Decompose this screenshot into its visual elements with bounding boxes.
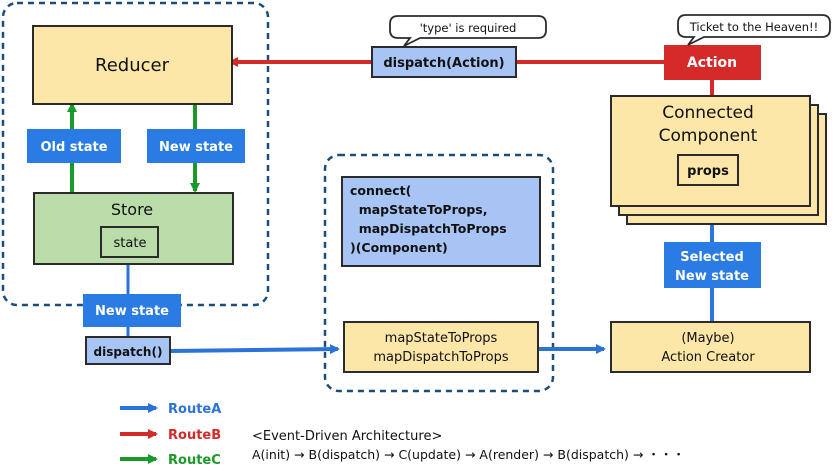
props-label: props bbox=[687, 164, 729, 179]
map-dispatch-label: mapDispatchToProps bbox=[373, 350, 509, 365]
dispatch-action-label: dispatch(Action) bbox=[383, 56, 504, 71]
connect-code-line-1: connect( bbox=[350, 183, 411, 198]
dispatch-small-label: dispatch() bbox=[94, 345, 163, 359]
connect-group bbox=[323, 153, 555, 393]
legend-route-a-label: RouteA bbox=[168, 402, 221, 417]
reducer-label: Reducer bbox=[95, 55, 170, 76]
selected-new-state-box: Selected New state bbox=[664, 242, 761, 288]
old-state-label-box: Old state bbox=[27, 129, 121, 163]
connected-component-title-2: Component bbox=[659, 126, 758, 146]
new-state-label-box: New state bbox=[147, 129, 245, 163]
connect-code-box: connect( mapStateToProps, mapDispatchToP… bbox=[341, 176, 541, 267]
legend-route-c-label: RouteC bbox=[168, 453, 221, 468]
props-box bbox=[677, 154, 739, 186]
map-functions-box: mapStateToProps mapDispatchToProps bbox=[343, 321, 539, 373]
store-label: Store bbox=[111, 200, 153, 219]
route-a-arrow-to-map bbox=[169, 344, 340, 355]
state-box bbox=[100, 226, 159, 258]
dispatch-action-box: dispatch(Action) bbox=[371, 46, 517, 78]
store-box: Store state bbox=[33, 192, 234, 265]
action-creator-label-2: Action Creator bbox=[661, 350, 755, 365]
dispatch-small-box: dispatch() bbox=[85, 336, 171, 365]
connect-code-line-3: mapDispatchToProps bbox=[350, 221, 507, 236]
ticket-text: Ticket to the Heaven!! bbox=[689, 20, 819, 34]
map-state-label: mapStateToProps bbox=[385, 331, 498, 346]
state-label: state bbox=[114, 236, 147, 251]
ticket-callout: Ticket to the Heaven!! bbox=[677, 14, 831, 46]
footer-title: <Event-Driven Architecture> bbox=[252, 429, 442, 444]
action-box: Action bbox=[664, 45, 761, 80]
action-creator-label-1: (Maybe) bbox=[681, 331, 734, 346]
action-label: Action bbox=[687, 55, 737, 71]
legend: RouteA RouteB RouteC bbox=[120, 402, 221, 468]
type-required-callout: 'type' is required bbox=[389, 15, 547, 47]
store-new-state-label: New state bbox=[95, 304, 169, 319]
selected-label-2: New state bbox=[675, 269, 749, 284]
connect-code-line-4: )(Component) bbox=[350, 240, 448, 255]
action-creator-box: (Maybe) Action Creator bbox=[610, 321, 811, 373]
legend-route-b-label: RouteB bbox=[168, 428, 221, 443]
old-state-label: Old state bbox=[40, 140, 107, 155]
store-new-state-label-box: New state bbox=[83, 294, 181, 327]
type-required-text: 'type' is required bbox=[420, 21, 517, 35]
footer-sequence: A(init) → B(dispatch) → C(update) → A(re… bbox=[252, 447, 685, 462]
connected-component-stack: Connected Component props bbox=[610, 95, 827, 225]
reducer-box: Reducer bbox=[32, 25, 233, 105]
connected-component-title-1: Connected bbox=[662, 103, 754, 123]
new-state-label: New state bbox=[159, 140, 233, 155]
connect-code-line-2: mapStateToProps, bbox=[350, 202, 487, 217]
selected-label-1: Selected bbox=[680, 250, 744, 265]
connected-component-box bbox=[610, 95, 811, 207]
